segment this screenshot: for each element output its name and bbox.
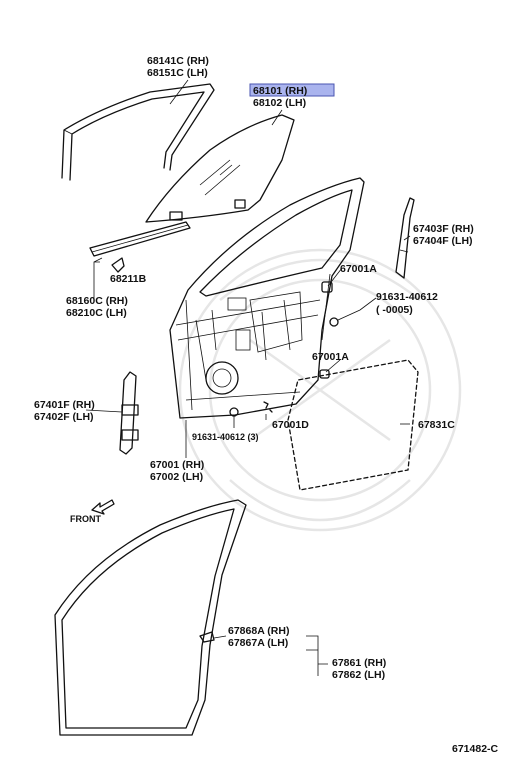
label-67001: 67001 (RH) [150, 459, 204, 471]
label-91631-top: 91631-40612 [376, 291, 438, 303]
label-68151c: 68151C (LH) [147, 67, 208, 79]
label-67402f: 67402F (LH) [34, 411, 94, 423]
belt-moulding-68160c[interactable] [89, 221, 191, 257]
clip-68211b[interactable] [111, 257, 125, 273]
run-channel-67403f[interactable] [395, 197, 415, 279]
label-68101: 68101 (RH) [253, 85, 307, 97]
label-67868a: 67868A (RH) [228, 625, 289, 637]
label-67002: 67002 (LH) [150, 471, 203, 483]
diagram-code: 671482-C [452, 743, 499, 755]
label-67867a: 67867A (LH) [228, 637, 288, 649]
door-glass-68101[interactable] [145, 114, 295, 223]
label-68210c: 68210C (LH) [66, 307, 127, 319]
clip-67868a[interactable] [199, 631, 215, 643]
label-68102: 68102 (LH) [253, 97, 306, 109]
run-channel-68141c[interactable] [61, 83, 215, 181]
label-68211b: 68211B [110, 273, 147, 285]
label-67401f: 67401F (RH) [34, 399, 95, 411]
hole-cover-67831c[interactable] [287, 359, 419, 491]
label-67001d: 67001D [272, 419, 309, 431]
label-67403f: 67403F (RH) [413, 223, 474, 235]
leader-lines [85, 79, 411, 676]
door-panel-67001[interactable] [169, 177, 365, 419]
label-67001a-mid: 67001A [312, 351, 349, 363]
label-67404f: 67404F (LH) [413, 235, 473, 247]
front-arrow-icon [91, 499, 115, 515]
label-front: FRONT [70, 514, 101, 524]
label-68141c: 68141C (RH) [147, 55, 209, 67]
watermark [178, 248, 462, 532]
bolt-91631-top[interactable] [329, 317, 339, 327]
run-channel-67401f[interactable] [119, 371, 139, 455]
label-91631-top-range: ( -0005) [376, 304, 413, 316]
clip-67001d[interactable] [263, 401, 273, 413]
weatherstrip-67861[interactable] [54, 499, 247, 736]
label-91631-bottom: 91631-40612 (3) [192, 432, 259, 442]
grommet-67001a-top[interactable] [321, 281, 333, 293]
label-67001a-top: 67001A [340, 263, 377, 275]
label-67861: 67861 (RH) [332, 657, 386, 669]
label-67831c: 67831C [418, 419, 455, 431]
part-highlight [249, 83, 335, 97]
label-68160c: 68160C (RH) [66, 295, 128, 307]
label-67862: 67862 (LH) [332, 669, 385, 681]
